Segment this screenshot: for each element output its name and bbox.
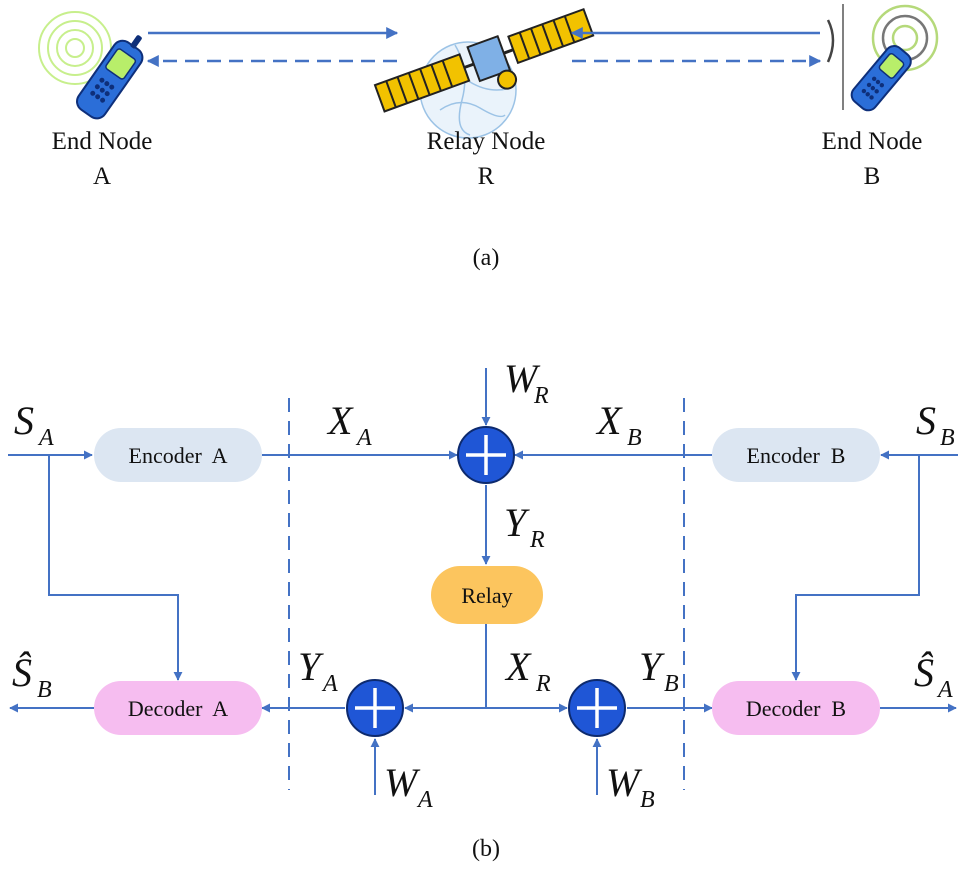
symbol-w-a: W A <box>384 760 433 813</box>
symbol-x-r: X R <box>504 644 551 697</box>
symbol-s-a: S A <box>14 398 54 451</box>
node-b-letter: B <box>864 163 881 190</box>
svg-text:Y: Y <box>298 644 324 689</box>
caption-b: (b) <box>472 836 500 862</box>
node-r-label: Relay Node <box>427 128 546 155</box>
wire-sa-branch <box>48 455 183 681</box>
encoder-a-label: Encoder A <box>129 443 228 468</box>
svg-text:X: X <box>595 398 623 443</box>
adder-relay <box>457 426 515 484</box>
caption-a: (a) <box>473 245 500 271</box>
svg-text:R: R <box>529 527 545 553</box>
encoder-a-block: Encoder A <box>94 428 262 482</box>
symbol-w-b: W B <box>606 760 655 813</box>
svg-text:Ŝ: Ŝ <box>12 650 32 695</box>
svg-text:Y: Y <box>504 500 530 545</box>
relay-block: Relay <box>431 566 543 624</box>
relay-label: Relay <box>461 583 512 608</box>
node-b-label: End Node <box>822 128 923 155</box>
symbol-s-b: S B <box>916 398 955 451</box>
symbol-shat-b: Ŝ B <box>12 650 52 703</box>
wire-sb-branch <box>791 455 920 681</box>
svg-text:A: A <box>37 425 54 451</box>
encoder-b-label: Encoder B <box>747 443 846 468</box>
phone-a-icon <box>38 11 144 120</box>
svg-text:A: A <box>936 677 953 703</box>
svg-text:Y: Y <box>639 644 665 689</box>
svg-text:A: A <box>355 425 372 451</box>
svg-text:B: B <box>940 425 955 451</box>
adder-a <box>346 679 404 737</box>
symbol-x-a: X A <box>326 398 372 451</box>
decoder-a-label: Decoder A <box>128 696 228 721</box>
node-a-label: End Node <box>52 128 153 155</box>
symbol-w-r: W R <box>504 356 549 409</box>
svg-text:R: R <box>533 383 549 409</box>
symbol-y-r: Y R <box>504 500 545 553</box>
symbol-y-a: Y A <box>298 644 338 697</box>
decoder-b-block: Decoder B <box>712 681 880 735</box>
svg-text:X: X <box>326 398 354 443</box>
svg-text:R: R <box>535 671 551 697</box>
satellite-icon <box>373 7 595 139</box>
decoder-b-label: Decoder B <box>746 696 846 721</box>
decoder-a-block: Decoder A <box>94 681 262 735</box>
svg-text:Ŝ: Ŝ <box>914 650 934 695</box>
symbol-y-b: Y B <box>639 644 679 697</box>
svg-text:S: S <box>14 398 34 443</box>
svg-text:S: S <box>916 398 936 443</box>
svg-text:B: B <box>640 787 655 813</box>
svg-text:B: B <box>37 677 52 703</box>
svg-text:A: A <box>416 787 433 813</box>
svg-text:B: B <box>627 425 642 451</box>
encoder-b-block: Encoder B <box>712 428 880 482</box>
svg-text:W: W <box>606 760 643 805</box>
node-a-letter: A <box>93 163 111 190</box>
svg-text:B: B <box>664 671 679 697</box>
adder-b <box>568 679 626 737</box>
svg-text:A: A <box>321 671 338 697</box>
svg-text:W: W <box>384 760 421 805</box>
svg-text:W: W <box>504 356 541 401</box>
node-r-letter: R <box>478 163 495 190</box>
symbol-shat-a: Ŝ A <box>914 650 953 703</box>
symbol-x-b: X B <box>595 398 642 451</box>
svg-text:X: X <box>504 644 532 689</box>
phone-b-icon <box>826 4 939 112</box>
